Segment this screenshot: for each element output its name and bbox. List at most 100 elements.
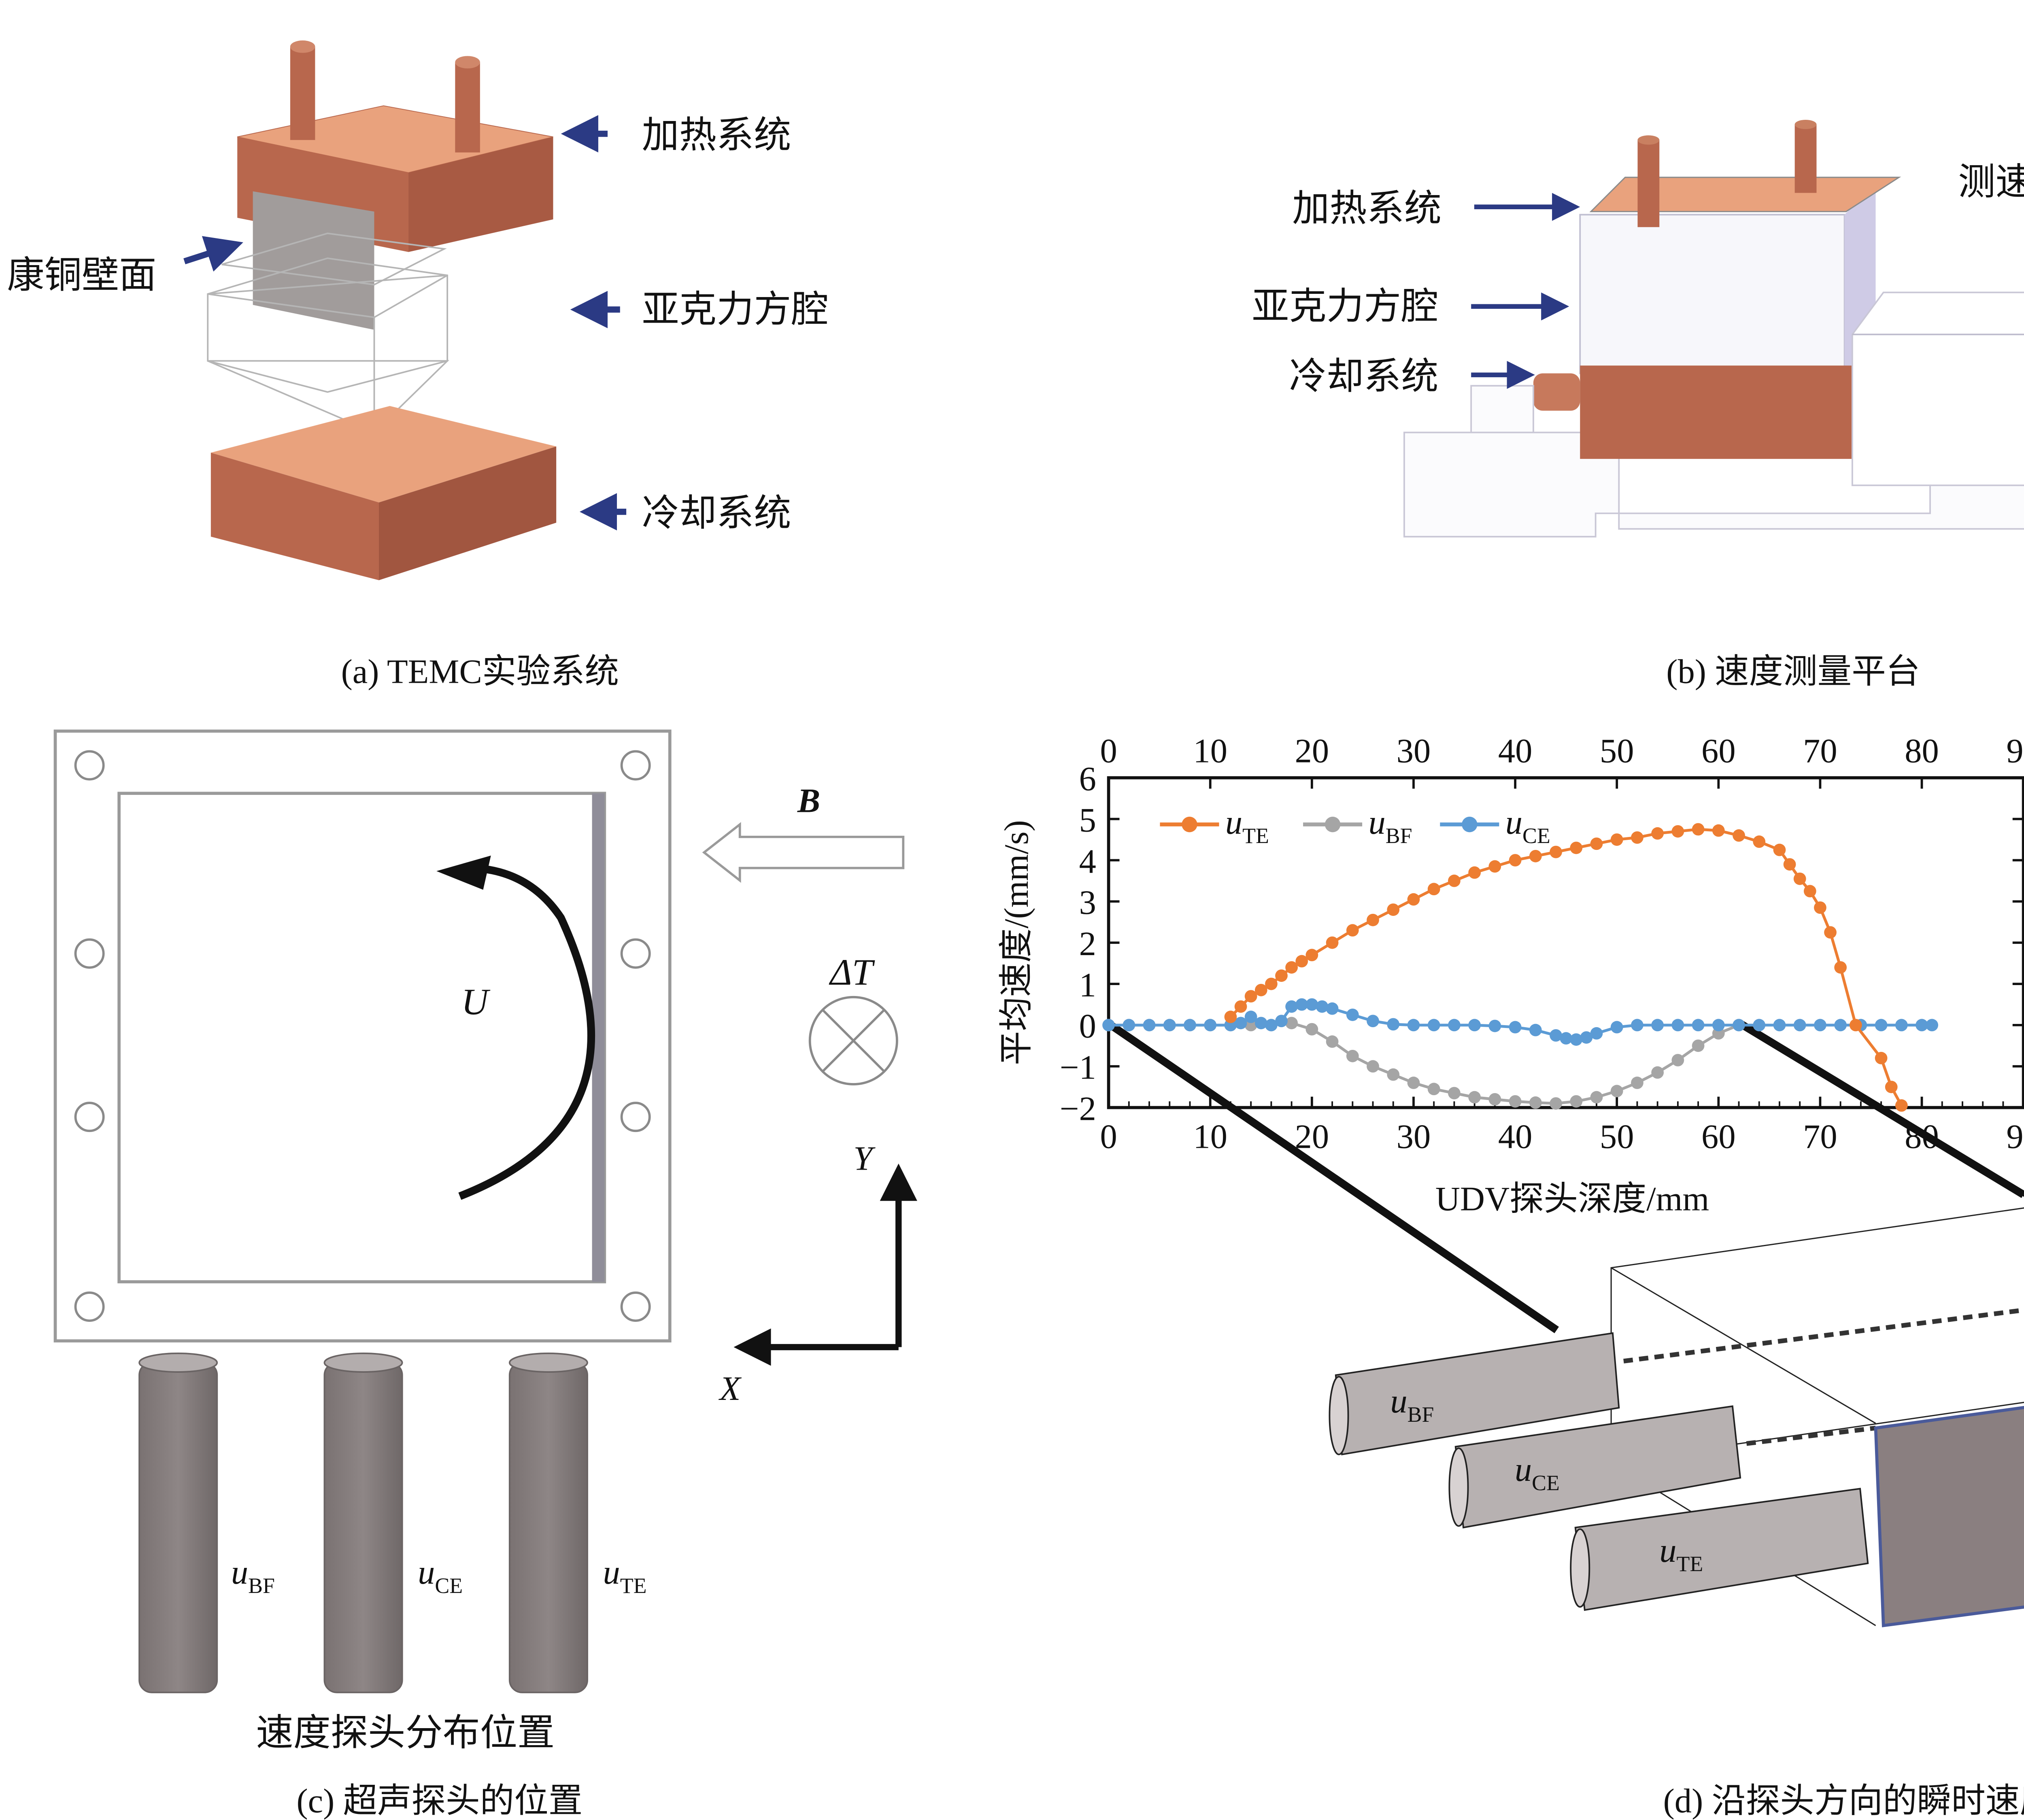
caption-b: (b) 速度测量平台 [1666, 653, 1920, 690]
probe-holder [1851, 291, 2024, 486]
data-point-te [1387, 903, 1400, 916]
data-point-te [1814, 901, 1826, 914]
data-point-te [1733, 829, 1745, 842]
data-point-bf [1550, 1097, 1562, 1110]
data-point-ce [1204, 1019, 1217, 1032]
cooling-block-b [1580, 365, 1860, 459]
probe-bf [138, 1353, 218, 1693]
x-tick-label-top: 50 [1600, 732, 1634, 770]
cooling-block [210, 406, 557, 580]
constantan-wall [253, 191, 374, 330]
y-tick-label-left: 2 [1079, 925, 1096, 963]
delta-t-label: ΔT [829, 951, 875, 993]
probe-cyl-bf [1329, 1332, 1620, 1456]
data-point-te [1407, 893, 1420, 906]
data-point-te [1895, 1099, 1908, 1112]
data-point-ce [1529, 1024, 1542, 1036]
data-point-ce [1163, 1019, 1176, 1032]
data-point-te [1367, 913, 1379, 926]
data-point-ce [1316, 1000, 1329, 1013]
into-page-symbol-icon [808, 996, 898, 1085]
chart-xlabel: UDV探头深度/mm [1435, 1180, 1709, 1218]
label-cooling-system: 冷却系统 [642, 493, 791, 534]
legend-item-ce: uCE [1440, 804, 1550, 848]
data-point-ce [1295, 998, 1308, 1011]
connector-line-left [1106, 1020, 1559, 1334]
x-tick-label-top: 10 [1193, 732, 1227, 770]
x-tick-label-bottom: 80 [1905, 1118, 1939, 1156]
series-ce [1102, 998, 1939, 1046]
data-point-ce [1550, 1029, 1562, 1042]
data-point-te [1590, 837, 1603, 850]
caption-d: (d) 沿探头方向的瞬时速度图 [1663, 1782, 2024, 1820]
data-point-ce [1448, 1019, 1461, 1032]
panel-b: 加热系统 亚克力方腔 冷却系统 测速探头支架 Z Y X (b) 速度测量平台 [1252, 119, 2024, 690]
data-point-bf [1651, 1066, 1664, 1079]
series-bf [1102, 1017, 1745, 1110]
data-point-te [1631, 831, 1643, 844]
data-point-te [1773, 843, 1786, 856]
data-point-te [1824, 926, 1837, 939]
beam-ce [1746, 1425, 1876, 1446]
data-point-ce [1651, 1019, 1664, 1032]
legend-item-te: uTE [1160, 804, 1269, 848]
data-point-te [1692, 823, 1705, 836]
x-tick-label-bottom: 0 [1100, 1118, 1117, 1156]
label-b-heating-system: 加热系统 [1292, 188, 1441, 229]
panel-d-diagram: uBF uCE uTE 康铜壁面 (d) 沿探头方向的瞬时速度图 [1106, 1020, 2024, 1820]
data-point-ce [1488, 1019, 1501, 1032]
data-point-te [1849, 1019, 1862, 1032]
data-point-ce [1570, 1033, 1583, 1046]
probe-label-ce: uCE [418, 1554, 463, 1598]
data-point-bf [1692, 1039, 1705, 1052]
x-tick-label-bottom: 90 [2006, 1118, 2024, 1156]
axis-c-y-label: Y [853, 1140, 876, 1177]
data-point-te [1550, 845, 1562, 858]
data-point-te [1448, 875, 1461, 887]
data-point-bf [1631, 1077, 1643, 1089]
caption-a: (a) TEMC实验系统 [341, 653, 619, 690]
data-point-ce [1610, 1021, 1623, 1034]
data-point-te [1254, 983, 1267, 996]
chart-legend: uTE uBF uCE [1160, 804, 1550, 848]
data-point-bf [1590, 1091, 1603, 1104]
data-point-ce [1712, 1019, 1725, 1032]
probe-label-bf: uBF [231, 1554, 275, 1598]
data-point-te [1326, 936, 1339, 949]
data-point-bf [1285, 1017, 1298, 1030]
data-point-te [1295, 955, 1308, 968]
flow-arrowhead [436, 855, 491, 890]
legend-swatch-marker [1462, 816, 1478, 832]
data-point-ce [1407, 1019, 1420, 1032]
data-point-te [1783, 858, 1796, 871]
x-tick-label-bottom: 60 [1701, 1118, 1736, 1156]
data-point-bf [1610, 1085, 1623, 1098]
data-point-ce [1387, 1018, 1400, 1031]
data-point-ce [1895, 1019, 1908, 1032]
velocity-chart: 00101020203030404050506060707080809090−2… [998, 732, 2024, 1218]
data-point-te [1712, 824, 1725, 837]
label-heating-system: 加热系统 [642, 115, 791, 156]
y-tick-label-left: 1 [1079, 966, 1096, 1004]
probe-ce [323, 1353, 403, 1693]
y-tick-label-left: 6 [1079, 760, 1096, 798]
x-tick-label-bottom: 70 [1803, 1118, 1837, 1156]
data-point-ce [1265, 1019, 1278, 1032]
field-label-b: B [797, 782, 820, 820]
legend-item-bf: uBF [1303, 804, 1412, 848]
data-point-ce [1692, 1019, 1705, 1032]
data-point-ce [1753, 1019, 1766, 1032]
legend-label: uBF [1369, 804, 1412, 848]
label-probe-holder: 测速探头支架 [1958, 161, 2024, 202]
data-point-te [1753, 835, 1766, 848]
data-point-te [1285, 961, 1298, 974]
probe-d-label-bf: uBF [1390, 1383, 1434, 1427]
data-point-bf [1529, 1096, 1542, 1109]
data-point-te [1468, 866, 1481, 879]
legend-swatch-marker [1325, 816, 1341, 832]
y-tick-label-left: 4 [1079, 843, 1096, 880]
data-point-te [1610, 833, 1623, 846]
data-point-ce [1631, 1019, 1643, 1032]
data-point-ce [1671, 1019, 1684, 1032]
